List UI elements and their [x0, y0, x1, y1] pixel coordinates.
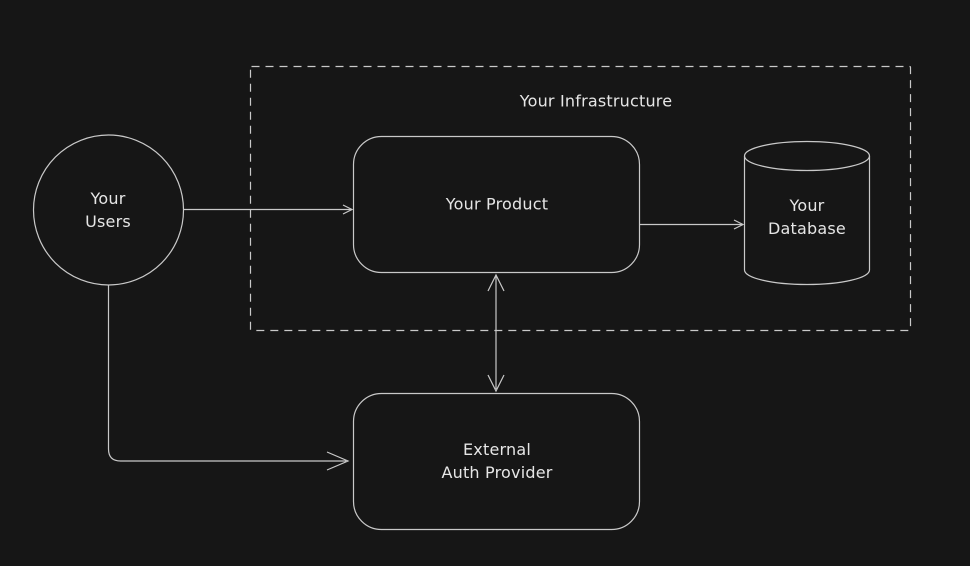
database-cylinder-shape: [743, 140, 871, 286]
product-box-shape: [352, 135, 641, 274]
arrowhead-product-to-database: [733, 219, 745, 230]
users-label-line2: Users: [85, 212, 131, 231]
arrow-product-auth-bidirectional: [487, 273, 505, 393]
database-cylinder-top: [743, 140, 871, 172]
arrowhead-users-to-product: [342, 204, 354, 215]
product-label: Your Product: [445, 194, 549, 214]
database-cylinder-body: [743, 156, 871, 286]
database-label-line2: Database: [768, 219, 846, 238]
auth-provider-box-shape: [352, 392, 641, 531]
arrow-users-to-auth: [107, 285, 350, 471]
arrow-users-to-product: [184, 204, 354, 215]
auth-provider-label-line1: External: [463, 440, 531, 459]
infrastructure-boundary: [249, 65, 912, 332]
arrow-product-to-database: [640, 219, 745, 230]
auth-provider-label-line2: Auth Provider: [441, 463, 553, 482]
users-label-line1: Your: [90, 189, 126, 208]
database-label-line1: Your: [789, 196, 825, 215]
infrastructure-label: Your Infrastructure: [519, 91, 673, 111]
arrowhead-down-auth: [487, 374, 505, 393]
database-label: Your Database: [768, 194, 846, 240]
auth-provider-label: External Auth Provider: [441, 438, 552, 484]
arrowhead-users-to-auth: [326, 451, 350, 471]
arrowhead-up-product: [487, 273, 505, 292]
users-label: Your Users: [85, 187, 131, 233]
